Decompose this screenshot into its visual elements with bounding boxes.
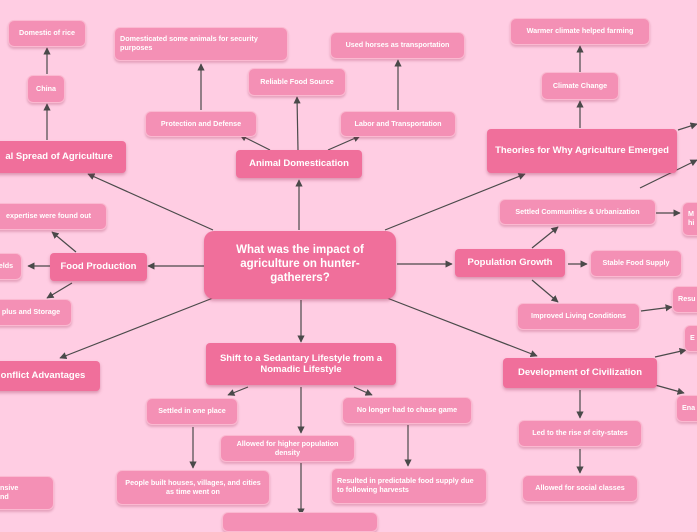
node-label: Ena: [682, 403, 696, 413]
used-horses-node[interactable]: Used horses as transportation: [330, 32, 465, 59]
node-label: Domesticated some animals for security p…: [120, 34, 258, 52]
city-states-node[interactable]: Led to the rise of city-states: [518, 420, 642, 447]
node-label: Food Production: [60, 261, 137, 273]
china-node[interactable]: China: [27, 75, 65, 103]
labor-transport-node[interactable]: Labor and Transportation: [340, 111, 456, 137]
fields-node[interactable]: elds: [0, 253, 22, 280]
population-growth-node[interactable]: Population Growth: [455, 249, 565, 277]
node-label: Resu: [678, 294, 696, 304]
higher-density-node[interactable]: Allowed for higher population density: [220, 435, 355, 462]
node-label: Allowed for higher population density: [236, 438, 339, 457]
right-partial-node-4[interactable]: Ena: [676, 395, 697, 422]
central-topic-label: What was the impact of agriculture on hu…: [236, 244, 364, 284]
node-label: Development of Civilization: [517, 367, 643, 379]
node-label: Settled Communities & Urbanization: [515, 206, 640, 216]
expertise-node[interactable]: expertise were found out: [0, 203, 107, 230]
node-label: Population Growth: [467, 257, 553, 269]
edge: [654, 384, 685, 395]
edge: [46, 282, 73, 299]
node-label: Settled in one place: [158, 406, 226, 416]
central-topic[interactable]: What was the impact of agriculture on hu…: [204, 231, 396, 299]
node-label: expertise were found out: [5, 211, 92, 221]
bottom-left-partial-node[interactable]: ensive and: [0, 476, 54, 510]
edge: [327, 135, 361, 151]
edge: [654, 347, 687, 358]
node-label: Protection and Defense: [160, 118, 242, 128]
social-classes-node[interactable]: Allowed for social classes: [522, 475, 638, 502]
edge: [239, 134, 271, 151]
bottom-center-partial-node[interactable]: [222, 512, 378, 532]
node-label: Stable Food Supply: [602, 258, 670, 268]
right-partial-node-1[interactable]: M hi: [682, 202, 697, 236]
edge: [353, 386, 373, 396]
connector-lines: [27, 45, 697, 516]
node-label: ensive and: [0, 483, 19, 501]
conflict-advantages-node[interactable]: onflict Advantages: [0, 361, 100, 391]
no-chase-node[interactable]: No longer had to chase game: [342, 397, 472, 424]
node-label: plus and Storage: [1, 307, 61, 317]
node-label: Animal Domestication: [249, 158, 349, 170]
climate-change-node[interactable]: Climate Change: [541, 72, 619, 100]
warmer-climate-node[interactable]: Warmer climate helped farming: [510, 18, 650, 45]
right-partial-node-2[interactable]: Resu: [672, 286, 697, 313]
node-label: elds: [0, 261, 14, 271]
node-label: Resulted in predictable food supply due …: [337, 476, 474, 494]
predictable-supply-node[interactable]: Resulted in predictable food supply due …: [331, 468, 487, 504]
settled-communities-node[interactable]: Settled Communities & Urbanization: [499, 199, 656, 225]
node-label: Allowed for social classes: [535, 483, 625, 493]
animal-domestication-node[interactable]: Animal Domestication: [236, 150, 362, 178]
edge: [227, 386, 249, 396]
node-label: al Spread of Agriculture: [5, 151, 113, 163]
node-label: Warmer climate helped farming: [526, 26, 634, 36]
node-label: China: [36, 83, 56, 93]
sedentary-lifestyle-node[interactable]: Shift to a Sedantary Lifestyle from a No…: [206, 343, 396, 385]
node-label: Reliable Food Source: [260, 76, 334, 86]
node-label: onflict Advantages: [0, 370, 86, 382]
theories-node[interactable]: Theories for Why Agriculture Emerged: [487, 129, 677, 173]
domestic-rice-node[interactable]: Domestic of rice: [8, 20, 86, 47]
protection-defense-node[interactable]: Protection and Defense: [145, 111, 257, 137]
node-label: People built houses, villages, and citie…: [125, 477, 261, 496]
edge: [51, 231, 77, 253]
node-label: Theories for Why Agriculture Emerged: [495, 145, 669, 157]
edge: [531, 279, 559, 303]
node-label: M hi: [688, 209, 695, 227]
node-label: Led to the rise of city-states: [532, 428, 628, 438]
domesticated-animals-node[interactable]: Domesticated some animals for security p…: [114, 27, 288, 61]
edge: [531, 226, 559, 249]
node-label: Used horses as transportation: [345, 40, 450, 50]
improved-living-node[interactable]: Improved Living Conditions: [517, 303, 640, 330]
settled-one-place-node[interactable]: Settled in one place: [146, 398, 238, 425]
food-production-node[interactable]: Food Production: [50, 253, 147, 281]
node-label: Climate Change: [552, 80, 608, 90]
edge: [293, 96, 301, 151]
civilization-node[interactable]: Development of Civilization: [503, 358, 657, 388]
node-label: Labor and Transportation: [354, 118, 442, 128]
edge: [384, 173, 526, 231]
node-label: Domestic of rice: [19, 28, 75, 38]
node-label: No longer had to chase game: [356, 405, 458, 415]
reliable-food-source-node[interactable]: Reliable Food Source: [248, 68, 346, 96]
edge: [677, 122, 697, 131]
surplus-storage-node[interactable]: plus and Storage: [0, 299, 72, 326]
right-partial-node-3[interactable]: E: [684, 325, 697, 352]
node-label: Improved Living Conditions: [530, 311, 627, 321]
edge: [87, 173, 214, 231]
edge: [59, 297, 214, 359]
stable-food-node[interactable]: Stable Food Supply: [590, 250, 682, 277]
edge: [640, 304, 673, 312]
edge: [386, 297, 538, 358]
node-label: Shift to a Sedantary Lifestyle from a No…: [219, 352, 383, 375]
edge: [639, 159, 697, 189]
node-label: E: [690, 333, 695, 343]
spread-of-agriculture-node[interactable]: al Spread of Agriculture: [0, 141, 126, 173]
built-houses-node[interactable]: People built houses, villages, and citie…: [116, 470, 270, 505]
